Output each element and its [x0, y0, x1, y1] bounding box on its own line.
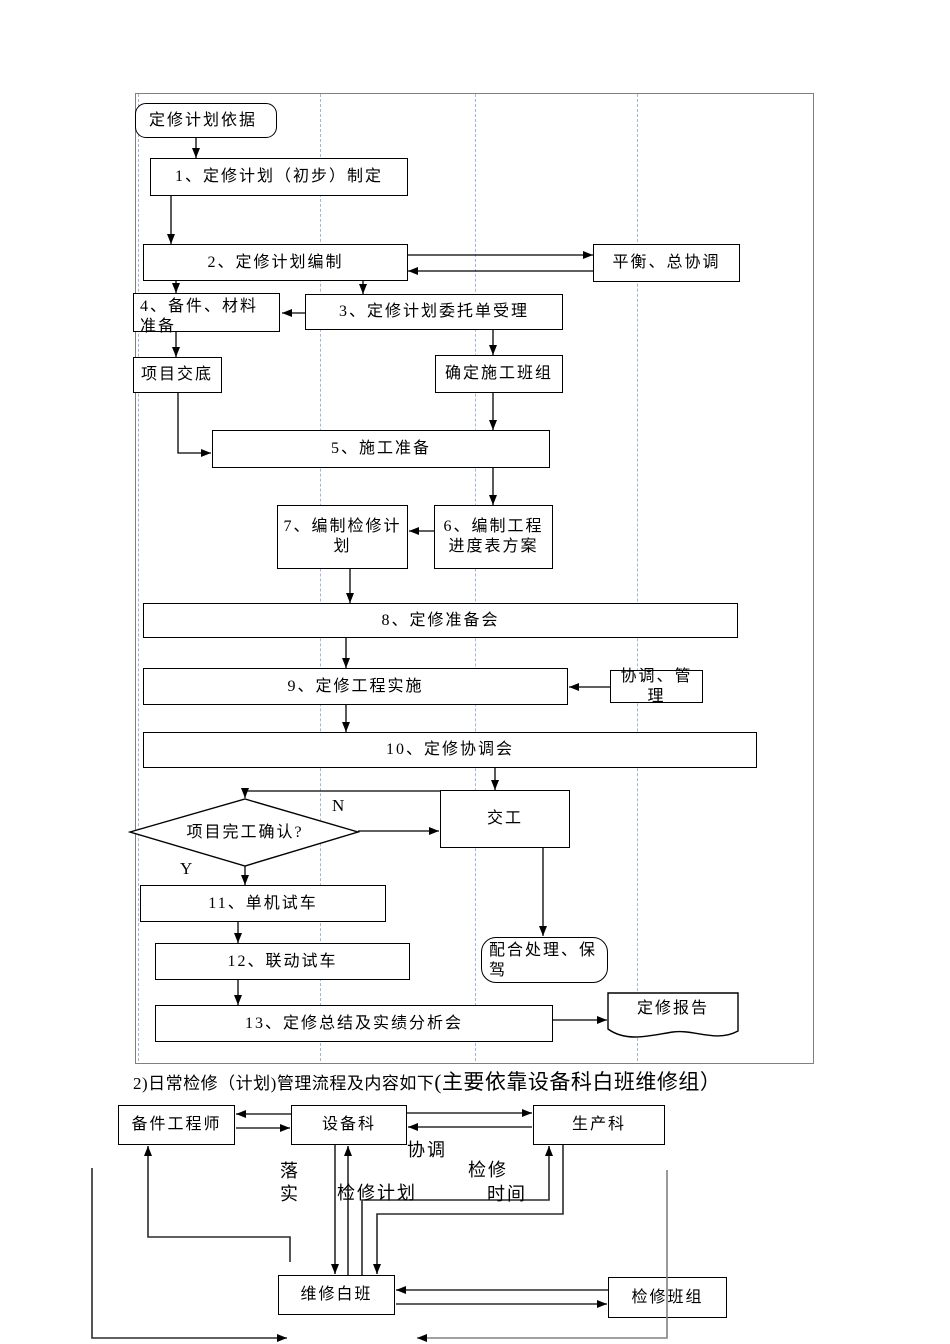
section2-heading-part2: (主要依靠设备科白班维修组） — [434, 1070, 722, 1094]
node-step3: 3、定修计划委托单受理 — [305, 294, 563, 330]
node-production-dept: 生产科 — [533, 1105, 665, 1145]
section2-heading-part1: 2)日常检修（计划)管理流程及内容如下 — [133, 1074, 435, 1093]
node-report-label: 定修报告 — [636, 1000, 709, 1018]
node-step1: 1、定修计划（初步）制定 — [150, 158, 408, 196]
node-confirm-team: 确定施工班组 — [435, 355, 563, 393]
lane-divider-1 — [138, 94, 139, 1061]
node-step8: 8、定修准备会 — [143, 603, 738, 638]
branch-label-yes: Y — [180, 859, 195, 878]
node-step4: 4、备件、材料准备 — [133, 293, 280, 335]
node-balance: 平衡、总协调 — [593, 244, 740, 282]
decision-diamond-shape — [127, 798, 361, 867]
label-repair-plan: 检修计划 — [337, 1183, 417, 1203]
node-decision-label: 项目完工确认? — [186, 824, 304, 842]
node-step7: 7、编制检修计划 — [277, 505, 408, 569]
node-equipment-dept: 设备科 — [291, 1105, 407, 1145]
node-step6: 6、编制工程进度表方案 — [434, 505, 553, 569]
report-document-shape — [607, 992, 739, 1038]
node-step11: 11、单机试车 — [140, 885, 386, 922]
node-support: 配合处理、保驾 — [481, 937, 608, 983]
lane-divider-4 — [637, 94, 638, 1061]
node-step9: 9、定修工程实施 — [143, 668, 568, 705]
node-step12: 12、联动试车 — [155, 943, 410, 980]
node-day-shift-maintenance: 维修白班 — [278, 1275, 395, 1315]
node-project-briefing: 项目交底 — [133, 357, 222, 393]
label-repair-time-line2: 时间 — [487, 1184, 527, 1204]
section2-heading: 2)日常检修（计划)管理流程及内容如下(主要依靠设备科白班维修组） — [133, 1066, 721, 1096]
node-start: 定修计划依据 — [135, 103, 277, 138]
node-spare-parts-engineer: 备件工程师 — [118, 1105, 235, 1145]
node-coordinate-manage: 协调、管理 — [610, 668, 703, 705]
lane-divider-2 — [320, 94, 321, 1061]
node-step5: 5、施工准备 — [212, 430, 550, 468]
label-coordinate: 协调 — [407, 1140, 447, 1160]
node-handover: 交工 — [440, 790, 570, 848]
node-step10: 10、定修协调会 — [143, 732, 757, 768]
lane-divider-3 — [475, 94, 476, 1061]
node-repair-team: 检修班组 — [608, 1277, 727, 1318]
node-step13: 13、定修总结及实绩分析会 — [155, 1005, 553, 1042]
label-repair-time-line1: 检修 — [468, 1160, 508, 1180]
label-implement: 落实 — [280, 1161, 300, 1204]
flowchart1-container — [135, 93, 814, 1064]
branch-label-no: N — [332, 796, 347, 815]
node-step2: 2、定修计划编制 — [143, 244, 408, 281]
